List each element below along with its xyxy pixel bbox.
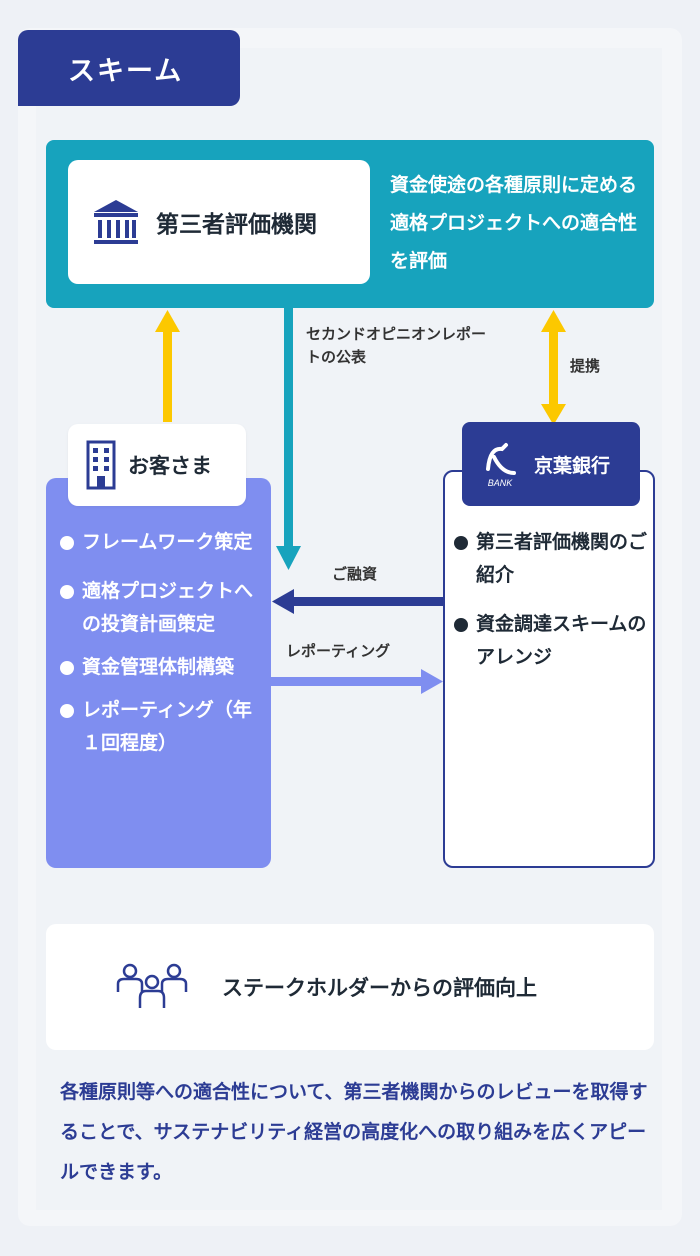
evaluator-card: 第三者評価機関	[68, 160, 370, 284]
list-item: フレームワーク策定	[56, 526, 266, 559]
summary-text: 各種原則等への適合性について、第三者機関からのレビューを取得することで、サステナ…	[60, 1081, 648, 1183]
building-icon	[86, 440, 116, 490]
evaluator-title: 第三者評価機関	[156, 212, 317, 238]
customer-list: フレームワーク策定 適格プロジェクトへの投資計画策定 資金管理体制構築 レポーテ…	[56, 526, 266, 776]
customer-title: お客さま	[128, 454, 212, 478]
people-group-icon	[116, 963, 188, 1008]
list-item: レポーティング（年１回程度）	[56, 694, 266, 760]
customer-to-evaluator-arrow	[155, 310, 180, 422]
keiyo-bank-logo-icon: BANK	[486, 443, 516, 488]
customer-header: お客さま	[68, 424, 246, 506]
evaluator-description: 資金使途の各種原則に定める適格プロジェクトへの適合性を評価	[390, 174, 638, 272]
bank-header: BANK 京葉銀行	[462, 422, 640, 506]
bank-panel	[443, 470, 655, 868]
second-opinion-label: セカンドオピニオンレポートの公表	[306, 325, 487, 366]
second-opinion-arrow	[276, 308, 301, 570]
financing-arrow	[272, 589, 443, 614]
scheme-tab: スキーム	[18, 30, 240, 106]
customer-panel	[46, 478, 271, 868]
stakeholder-label: ステークホルダーからの評価向上	[222, 976, 537, 1000]
partnership-arrow	[541, 310, 566, 425]
bank-logo-text: BANK	[488, 478, 514, 488]
institution-icon	[94, 200, 138, 244]
list-item: 資金調達スキームのアレンジ	[450, 608, 650, 674]
bank-list: 第三者評価機関のご紹介 資金調達スキームのアレンジ	[450, 526, 650, 690]
bank-name: 京葉銀行	[534, 454, 611, 477]
reporting-label: レポーティング	[286, 642, 391, 660]
list-item: 資金管理体制構築	[56, 651, 266, 684]
list-item: 第三者評価機関のご紹介	[450, 526, 650, 592]
stakeholder-banner: ステークホルダーからの評価向上	[46, 924, 654, 1050]
reporting-arrow	[271, 669, 443, 694]
list-item: 適格プロジェクトへの投資計画策定	[56, 575, 266, 641]
financing-label: ご融資	[332, 565, 378, 583]
partnership-label: 提携	[570, 357, 601, 375]
